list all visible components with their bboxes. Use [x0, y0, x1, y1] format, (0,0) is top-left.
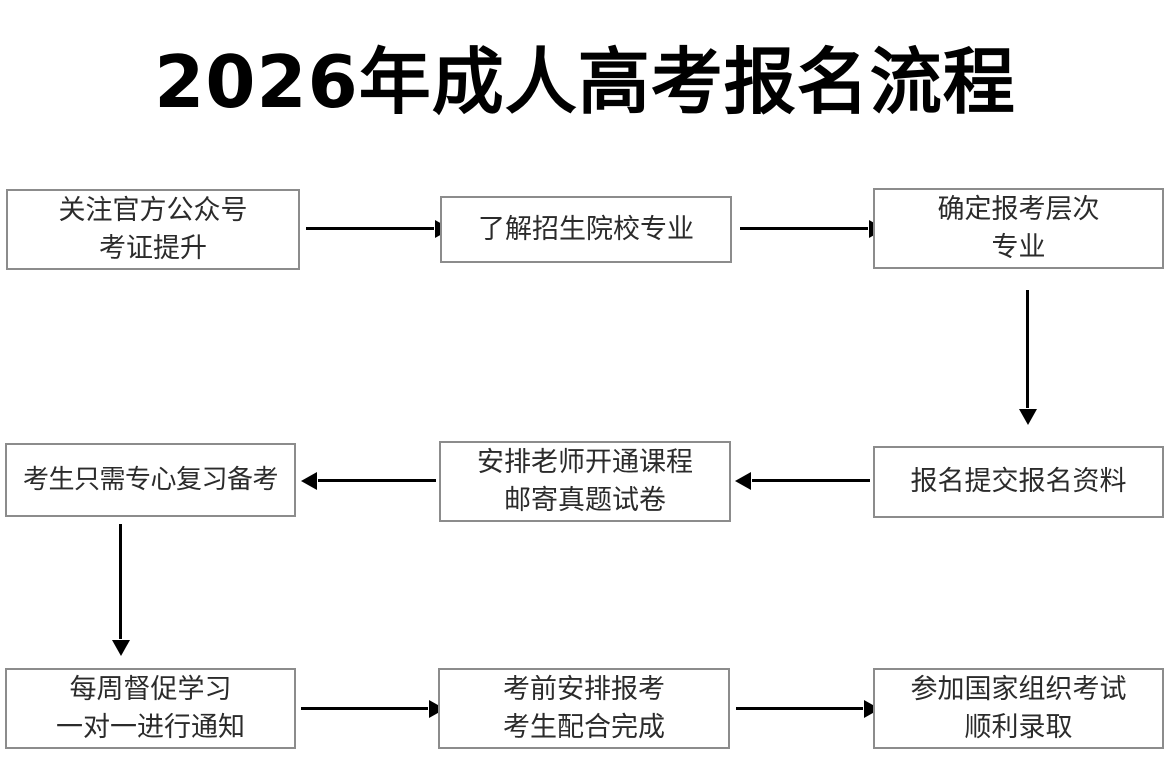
flow-node-7[interactable]: 每周督促学习 一对一进行通知: [5, 668, 296, 749]
flow-node-7-line2: 一对一进行通知: [56, 711, 245, 743]
flow-node-2-line1: 了解招生院校专业: [478, 213, 694, 245]
arrow-head-down-icon: [1018, 409, 1037, 425]
flow-node-7-line1: 每周督促学习: [69, 673, 232, 705]
flow-node-3-line2: 专业: [991, 231, 1046, 263]
flow-node-2[interactable]: 了解招生院校专业: [440, 196, 732, 263]
flow-node-3[interactable]: 确定报考层次 专业: [873, 188, 1164, 269]
arrow-head-left-icon: [735, 471, 751, 490]
flow-node-1-line1: 关注官方公众号: [58, 194, 248, 226]
flow-node-5-line1: 安排老师开通课程: [477, 446, 693, 478]
flow-arrow-n4-n7: [111, 524, 130, 656]
flow-node-4-line1: 考生只需专心复习备考: [22, 465, 279, 495]
flow-arrow-n7-n8: [301, 699, 445, 718]
flow-arrow-n6-n5: [735, 471, 870, 490]
flow-node-6[interactable]: 报名提交报名资料: [873, 446, 1164, 518]
flow-node-4[interactable]: 考生只需专心复习备考: [5, 443, 296, 517]
flow-node-5-line2: 邮寄真题试卷: [504, 484, 666, 516]
flow-arrow-n5-n4: [301, 471, 436, 490]
page-title: 2026年成人高考报名流程: [154, 40, 1016, 124]
flow-node-1-line2: 考证提升: [99, 232, 207, 264]
flow-arrow-n3-n6: [1018, 290, 1037, 425]
flow-node-9[interactable]: 参加国家组织考试 顺利录取: [873, 668, 1164, 749]
flow-node-9-line1: 参加国家组织考试: [910, 673, 1127, 705]
flow-node-8-line2: 考生配合完成: [503, 711, 665, 743]
flow-node-1[interactable]: 关注官方公众号 考证提升: [6, 189, 300, 270]
flow-node-9-line2: 顺利录取: [964, 711, 1073, 743]
flow-arrow-n1-n2: [306, 219, 451, 238]
flow-node-5[interactable]: 安排老师开通课程 邮寄真题试卷: [439, 441, 731, 522]
flow-arrow-n2-n3: [740, 219, 885, 238]
flow-node-8[interactable]: 考前安排报考 考生配合完成: [438, 668, 730, 749]
flow-node-6-line1: 报名提交报名资料: [910, 466, 1127, 497]
flow-node-8-line1: 考前安排报考: [503, 673, 665, 705]
flow-arrow-n8-n9: [736, 699, 880, 718]
arrow-head-left-icon: [301, 471, 317, 490]
flow-node-3-line1: 确定报考层次: [937, 193, 1100, 225]
arrow-head-down-icon: [111, 640, 130, 656]
